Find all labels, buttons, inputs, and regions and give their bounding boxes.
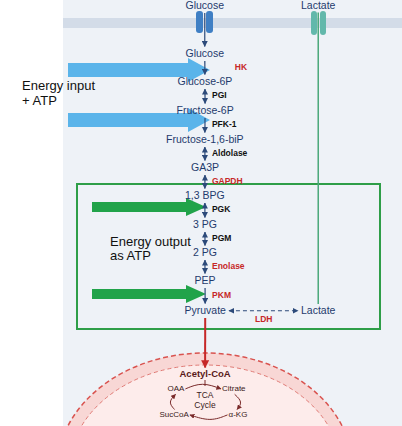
lactate-transporter <box>320 11 326 35</box>
metabolite-name: 3 PG <box>193 219 217 231</box>
enzyme-name: HK <box>235 63 247 73</box>
enzyme-name: PGK <box>212 205 230 215</box>
cycle-arrow <box>185 384 221 389</box>
glucose-transporter <box>196 11 203 33</box>
metabolite-name: Fructose-1,6-biP <box>166 134 244 146</box>
metabolite-name: Fructose-6P <box>177 105 234 117</box>
enzyme-name: GAPDH <box>212 177 243 187</box>
metabolite-node: Pyruvate <box>185 305 226 317</box>
lactate-transporter <box>311 11 317 35</box>
metabolite-name: SucCoA <box>160 411 189 420</box>
reaction-arrow <box>229 310 298 311</box>
cell-membrane <box>63 18 402 28</box>
reaction-arrow <box>204 203 205 217</box>
metabolite-name: Acetyl-CoA <box>180 369 231 379</box>
metabolite-name: Glucose <box>186 48 225 60</box>
outer-membrane <box>57 353 353 426</box>
enzyme-name: Aldolase <box>212 149 247 159</box>
reaction-arrow <box>204 89 205 103</box>
reaction-arrow <box>204 232 205 245</box>
reaction-arrow <box>317 13 319 304</box>
mitochondrion: Acetyl-CoA OAA CitrateSucCoA α-KG <box>55 345 355 426</box>
box-note: Energy output as ATP <box>110 235 198 264</box>
metabolite-name: Lactate <box>301 305 335 317</box>
energy-input-note: Energy input + ATP <box>22 79 102 109</box>
metabolite-node: Acetyl-CoA <box>180 369 231 379</box>
metabolite-name: PEP <box>195 275 216 287</box>
metabolite-name: Pyruvate <box>185 305 226 317</box>
enzyme-name: Enolase <box>212 262 245 272</box>
reaction-arrow <box>204 147 205 160</box>
metabolite-node: 2 PG <box>193 247 217 259</box>
enzyme-name: PFK-1 <box>212 120 237 130</box>
metabolite-name: Glucose-6P <box>178 76 233 88</box>
reaction-arrow <box>204 118 205 132</box>
extracellular-metabolite: Lactate <box>301 0 335 12</box>
metabolite-name: OAA <box>168 385 185 394</box>
cycle-metabolite: Citrate <box>222 385 246 394</box>
cycle-metabolite: α-KG <box>229 411 248 420</box>
cycle-arrow <box>190 415 228 420</box>
cycle-name: TCA Cycle <box>189 391 221 411</box>
cycle-metabolite: OAA <box>168 385 185 394</box>
reaction-arrow <box>204 61 205 74</box>
enzyme-name: PGI <box>212 91 227 101</box>
metabolite-node: GA3P <box>191 162 219 174</box>
metabolite-node: Glucose-6P <box>178 76 233 88</box>
acetyl-entry-line <box>205 380 206 386</box>
metabolite-node: Glucose <box>186 48 225 60</box>
reaction-arrow <box>204 13 205 46</box>
metabolite-node: 1,3 BPG <box>185 190 225 202</box>
reaction-arrow <box>204 318 206 367</box>
connector-group <box>170 13 318 420</box>
metabolite-name: 1,3 BPG <box>185 190 225 202</box>
metabolite-name: Citrate <box>222 385 246 394</box>
metabolite-node: PEP <box>195 275 216 287</box>
metabolite-name: GA3P <box>191 162 219 174</box>
metabolite-node: Fructose-1,6-biP <box>166 134 244 146</box>
metabolite-name: α-KG <box>229 411 248 420</box>
extracellular-metabolite: Glucose <box>186 0 225 12</box>
cycle-arrow <box>235 394 241 409</box>
reaction-arrow <box>204 288 205 303</box>
metabolite-node: 3 PG <box>193 219 217 231</box>
metabolite-name: 2 PG <box>193 247 217 259</box>
enzyme-name: PGM <box>212 234 231 244</box>
metabolite-node: Fructose-6P <box>177 105 234 117</box>
glucose-transporter <box>206 11 213 33</box>
enzyme-name: LDH <box>255 315 272 325</box>
cycle-metabolite: SucCoA <box>160 411 189 420</box>
metabolite-name: Lactate <box>301 0 335 12</box>
energy-output-arrow <box>92 285 206 303</box>
enzyme-name: PKM <box>212 291 231 301</box>
metabolite-name: Glucose <box>186 0 225 12</box>
mitochondrion-outline <box>55 345 355 426</box>
reaction-arrow <box>204 260 205 273</box>
cycle-arrow <box>170 394 175 409</box>
reaction-arrow <box>204 175 205 188</box>
metabolite-node: Lactate <box>301 305 335 317</box>
inner-membrane <box>69 365 341 426</box>
